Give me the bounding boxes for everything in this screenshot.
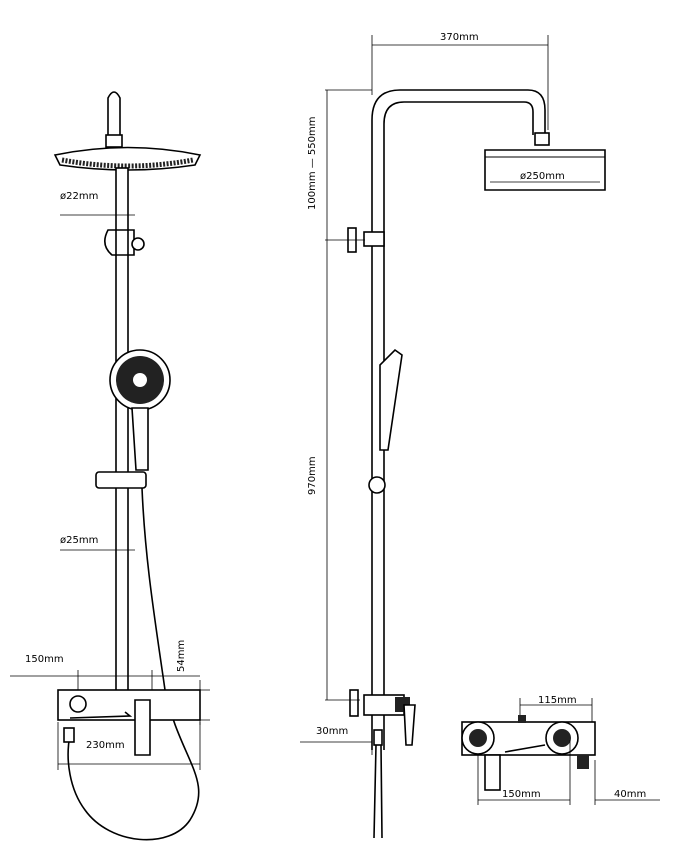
front-view: ø22mm ø25mm 150mm 54mm 230mm xyxy=(10,91,210,841)
height-adjust-label: 100mm — 550mm xyxy=(307,117,318,211)
rail-arm-diameter-label: ø22mm xyxy=(60,191,98,202)
rain-shower-head xyxy=(53,146,202,171)
hose-connector xyxy=(63,727,75,743)
hose xyxy=(67,487,200,841)
hand-shower-side xyxy=(379,348,403,451)
shower-rail xyxy=(115,167,129,694)
top-offset-label: 115mm xyxy=(538,695,577,706)
head-diameter-label: ø250mm xyxy=(520,171,565,182)
arm-reach-label: 370mm xyxy=(440,32,479,43)
mixer-length-label: 230mm xyxy=(86,740,125,751)
spout-detail xyxy=(484,754,501,791)
shower-arm xyxy=(371,89,546,750)
mixer-detail-view: 115mm 150mm 40mm xyxy=(461,695,660,805)
valve-spacing-label: 150mm xyxy=(25,654,64,665)
rail-height-label: 970mm xyxy=(307,456,318,495)
mixer-height-label: 54mm xyxy=(176,640,187,672)
hose-side xyxy=(373,744,383,839)
hand-shower-handle xyxy=(131,407,149,471)
mixer-valve-spacing-label: 150mm xyxy=(502,789,541,800)
wall-bracket-bottom xyxy=(349,689,359,717)
rail-diameter-label: ø25mm xyxy=(60,535,98,546)
shower-arm-top xyxy=(107,91,121,146)
side-view: 370mm 100mm — 550mm ø250mm 970mm 30mm xyxy=(300,32,606,839)
hand-shower-holder xyxy=(95,471,147,489)
wall-offset-label: 30mm xyxy=(316,726,348,737)
mixer-lever-side xyxy=(403,704,416,746)
arm-connector xyxy=(105,134,123,148)
spout-offset-label: 40mm xyxy=(614,789,646,800)
rain-shower-head-side xyxy=(484,149,606,191)
mixer-lever xyxy=(134,699,151,756)
height-clamp xyxy=(104,229,135,256)
